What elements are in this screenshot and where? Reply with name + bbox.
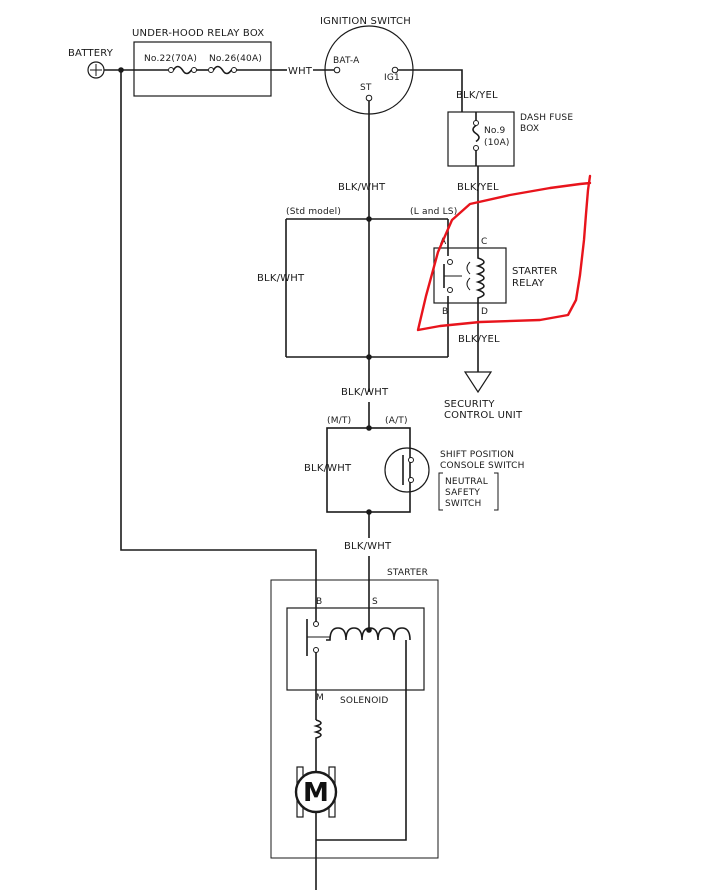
shift-position-label-2: CONSOLE SWITCH [440,461,525,471]
fuse-22-label: No.22(70A) [144,54,197,64]
solenoid-label: SOLENOID [340,696,389,706]
blk-wht-label-3: BLK/WHT [304,463,352,474]
battery-label: BATTERY [68,48,114,59]
starter-relay-label-2: RELAY [512,278,545,289]
dash-fuse-box-label-2: BOX [520,124,539,134]
security-control-unit-symbol [463,371,493,394]
dash-fuse-box-label-1: DASH FUSE [520,113,573,123]
solenoid-pin-s: S [372,597,378,607]
fuse-9-symbol [472,120,480,151]
bat-a-label: BAT-A [333,56,360,66]
fuse-22-symbol [134,65,197,75]
security-label-2: CONTROL UNIT [444,410,523,421]
security-label-1: SECURITY [444,399,495,410]
blk-wht-label-4: BLK/WHT [344,541,392,552]
fuse-9-label: No.9 [484,126,506,136]
field-coil-symbol [313,719,322,752]
solenoid-box [286,607,425,691]
neutral-label-2: SAFETY [445,488,480,498]
underhood-relay-box [133,41,272,97]
solenoid-coil-symbol [316,627,411,841]
mt-label: (M/T) [327,416,351,426]
shift-position-switch [384,447,430,493]
blk-wht-label-2: BLK/WHT [341,387,389,398]
dash-fuse-box [447,111,515,167]
shift-switch-contacts [402,455,414,485]
relay-contact-symbol [443,259,462,293]
battery-symbol [87,61,105,79]
shift-position-label-1: SHIFT POSITION [440,450,514,460]
starter-label: STARTER [387,568,428,578]
red-highlight-annotation [416,174,592,332]
starter-relay-box [433,247,507,304]
wht-wire-label: WHT [288,66,313,77]
fuse-9-rating: (10A) [484,138,510,148]
blk-yel-label-2: BLK/YEL [457,182,499,193]
motor-label: M [303,778,329,808]
solenoid-pin-m: M [316,693,324,703]
underhood-relay-box-label: UNDER-HOOD RELAY BOX [132,28,264,39]
starter-box [270,579,439,859]
solenoid-contact-symbol [306,605,330,720]
l-and-ls-label: (L and LS) [410,207,457,217]
relay-coil-symbol [466,248,485,303]
relay-pin-c: C [481,237,487,247]
ig1-label: IG1 [384,73,400,83]
relay-pin-b: B [442,307,448,317]
starter-motor: M [294,752,338,890]
solenoid-pin-b: B [316,597,322,607]
std-model-label: (Std model) [286,207,341,217]
fuse-26-label: No.26(40A) [209,54,262,64]
blk-yel-label-3: BLK/YEL [458,334,500,345]
at-label: (A/T) [385,416,408,426]
starter-relay-label-1: STARTER [512,266,558,277]
blk-wht-left-label: BLK/WHT [257,273,305,284]
blk-yel-label-1: BLK/YEL [456,90,498,101]
neutral-label-1: NEUTRAL [445,477,488,487]
neutral-label-3: SWITCH [445,499,482,509]
blk-wht-label-1: BLK/WHT [338,182,386,193]
ignition-switch-label: IGNITION SWITCH [320,16,411,27]
wire-ig1-to-dash-fuse [398,69,463,112]
relay-pin-d: D [481,307,488,317]
st-label: ST [360,83,372,93]
fuse-26-symbol [208,65,237,75]
wire-battery-to-starter [120,70,317,605]
